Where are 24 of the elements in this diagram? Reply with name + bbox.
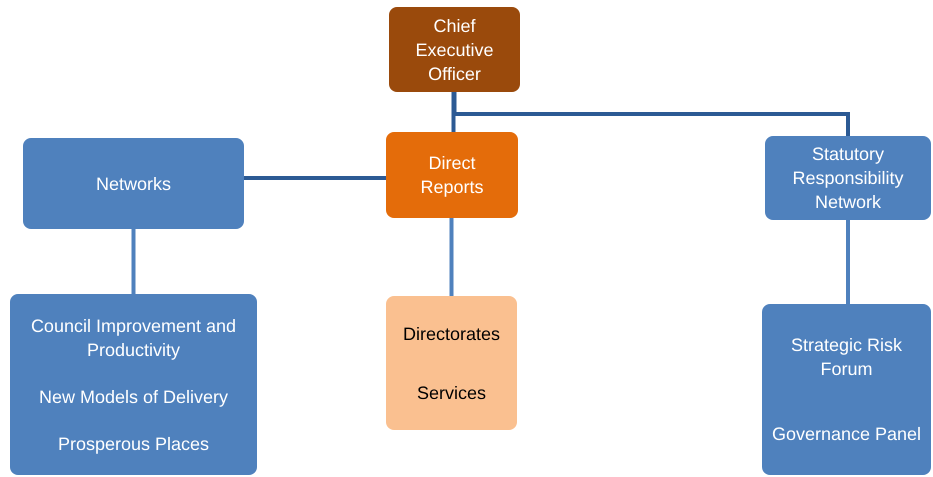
- connector-line: [452, 92, 456, 132]
- box-label: Direct Reports: [419, 152, 485, 199]
- org-box: [762, 304, 931, 475]
- connector-line: [846, 220, 850, 304]
- connector-line: [132, 229, 136, 294]
- box-label: Strategic Risk Forum: [790, 334, 904, 381]
- org-box: [386, 132, 518, 218]
- box-label: Chief Executive Officer: [414, 14, 495, 86]
- box-label: Services: [416, 382, 486, 404]
- box-label: Governance Panel: [772, 423, 922, 446]
- box-label: Prosperous Places: [58, 432, 210, 456]
- org-box: [386, 296, 517, 430]
- connector-line: [244, 176, 386, 180]
- box-label: Statutory Responsibility Network: [791, 143, 905, 214]
- org-box: [10, 294, 257, 475]
- connector-line: [452, 92, 850, 136]
- org-box: [765, 136, 931, 220]
- box-label: Directorates: [402, 322, 500, 346]
- box-label: Networks: [96, 172, 171, 196]
- connector-line: [450, 218, 454, 296]
- box-label: New Models of Delivery: [38, 386, 228, 408]
- org-box: [23, 138, 244, 229]
- box-label: Council Improvement and Productivity: [30, 314, 238, 362]
- org-box: [389, 7, 520, 92]
